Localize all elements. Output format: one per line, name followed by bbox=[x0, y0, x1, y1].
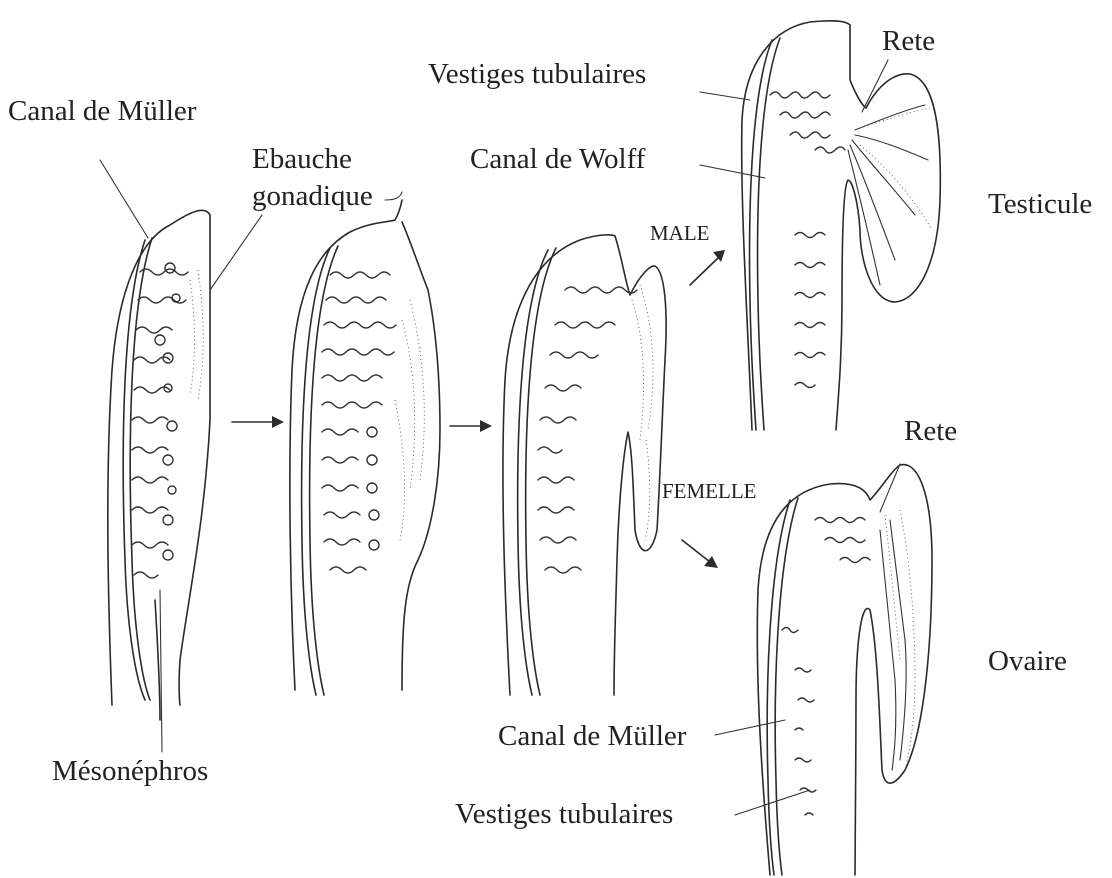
ovary-drawing bbox=[757, 465, 932, 875]
label-testicule: Testicule bbox=[988, 188, 1092, 220]
testis-outline bbox=[742, 21, 941, 430]
stage-1-gonad-ridge bbox=[198, 270, 203, 400]
label-ebauche: Ebauche bbox=[252, 143, 352, 175]
label-rete-top: Rete bbox=[882, 25, 935, 57]
label-gonadique: gonadique bbox=[252, 180, 373, 212]
stage-2-muller-duct bbox=[302, 248, 330, 695]
stage-3-wolff-duct bbox=[526, 248, 556, 695]
stage-3-outline bbox=[503, 235, 666, 695]
arrow-male bbox=[690, 250, 725, 285]
label-male: MALE bbox=[650, 221, 710, 245]
arrow-2 bbox=[450, 420, 492, 432]
stage-3-muller-duct bbox=[518, 250, 548, 695]
label-rete-bottom: Rete bbox=[904, 415, 957, 447]
ovary-rete bbox=[815, 518, 870, 563]
label-canal-muller-top: Canal de Müller bbox=[8, 95, 197, 127]
testis-tubule-vestiges bbox=[795, 233, 825, 388]
testis-rete bbox=[770, 92, 845, 153]
ovary-cortical-cords bbox=[880, 510, 915, 770]
stage-1-duct-stem bbox=[155, 600, 160, 720]
label-vestiges-bottom: Vestiges tubulaires bbox=[455, 798, 673, 830]
stage-1-muller-duct bbox=[123, 240, 145, 700]
stage-2-tubules bbox=[322, 272, 396, 573]
arrow-1 bbox=[232, 416, 284, 428]
ovary-muller-duct bbox=[767, 500, 790, 875]
label-canal-wolff: Canal de Wolff bbox=[470, 143, 646, 175]
stage-1-wolff-duct bbox=[130, 238, 152, 700]
ovary-tubule-vestiges bbox=[782, 628, 816, 816]
stage-3-indifferent-gonad bbox=[503, 235, 666, 695]
stage-3-tubules bbox=[538, 287, 637, 573]
stage-2-wolff-duct bbox=[310, 246, 338, 695]
label-ovaire: Ovaire bbox=[988, 645, 1067, 677]
arrow-female bbox=[682, 540, 718, 568]
stage-1-tubules bbox=[132, 263, 188, 578]
label-mesonephros: Mésonéphros bbox=[52, 755, 208, 787]
testis-seminiferous-cords bbox=[848, 105, 932, 285]
stage-1-mesonephros bbox=[108, 210, 210, 720]
label-vestiges-top: Vestiges tubulaires bbox=[428, 58, 646, 90]
testis-drawing bbox=[742, 21, 941, 430]
labels: Canal de Müller Ebauche gonadique Mésoné… bbox=[8, 25, 1092, 830]
label-canal-muller-bottom: Canal de Müller bbox=[498, 720, 687, 752]
stage-2-gonad-ridge bbox=[290, 200, 440, 695]
label-femelle: FEMELLE bbox=[662, 479, 757, 503]
